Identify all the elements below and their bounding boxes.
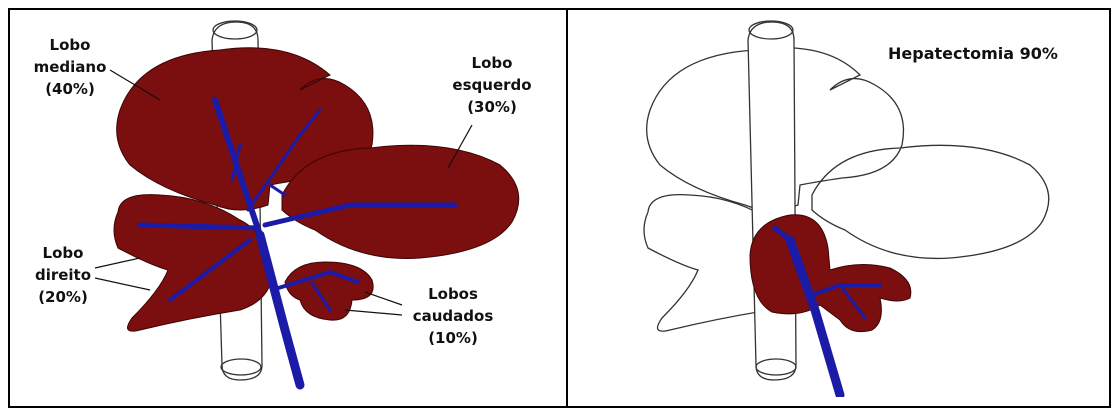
hepatectomy-title: Hepatectomia 90% bbox=[888, 44, 1058, 63]
label-left-lobe: Lobo esquerdo (30%) bbox=[447, 52, 537, 118]
right-lobe-name-1: Lobo bbox=[28, 242, 98, 264]
median-lobe-percent: (40%) bbox=[30, 78, 110, 100]
left-lobe-name-1: Lobo bbox=[447, 52, 537, 74]
label-caudate-lobes: Lobos caudados (10%) bbox=[398, 283, 508, 349]
left-lobe-left bbox=[282, 145, 519, 258]
left-lobe-name-2: esquerdo bbox=[447, 74, 537, 96]
median-lobe-name-2: mediano bbox=[30, 56, 110, 78]
vena-cava-right bbox=[748, 21, 796, 380]
label-median-lobe: Lobo mediano (40%) bbox=[30, 34, 110, 100]
right-lobe-percent: (20%) bbox=[28, 286, 98, 308]
caudate-lobes-percent: (10%) bbox=[398, 327, 508, 349]
caudate-lobes-name-2: caudados bbox=[398, 305, 508, 327]
left-lobe-percent: (30%) bbox=[447, 96, 537, 118]
right-lobe-name-2: direito bbox=[28, 264, 98, 286]
figure: Lobo mediano (40%) Lobo esquerdo (30%) L… bbox=[0, 0, 1116, 397]
caudate-lobes-name-1: Lobos bbox=[398, 283, 508, 305]
median-lobe-name-1: Lobo bbox=[30, 34, 110, 56]
label-right-lobe: Lobo direito (20%) bbox=[28, 242, 98, 308]
